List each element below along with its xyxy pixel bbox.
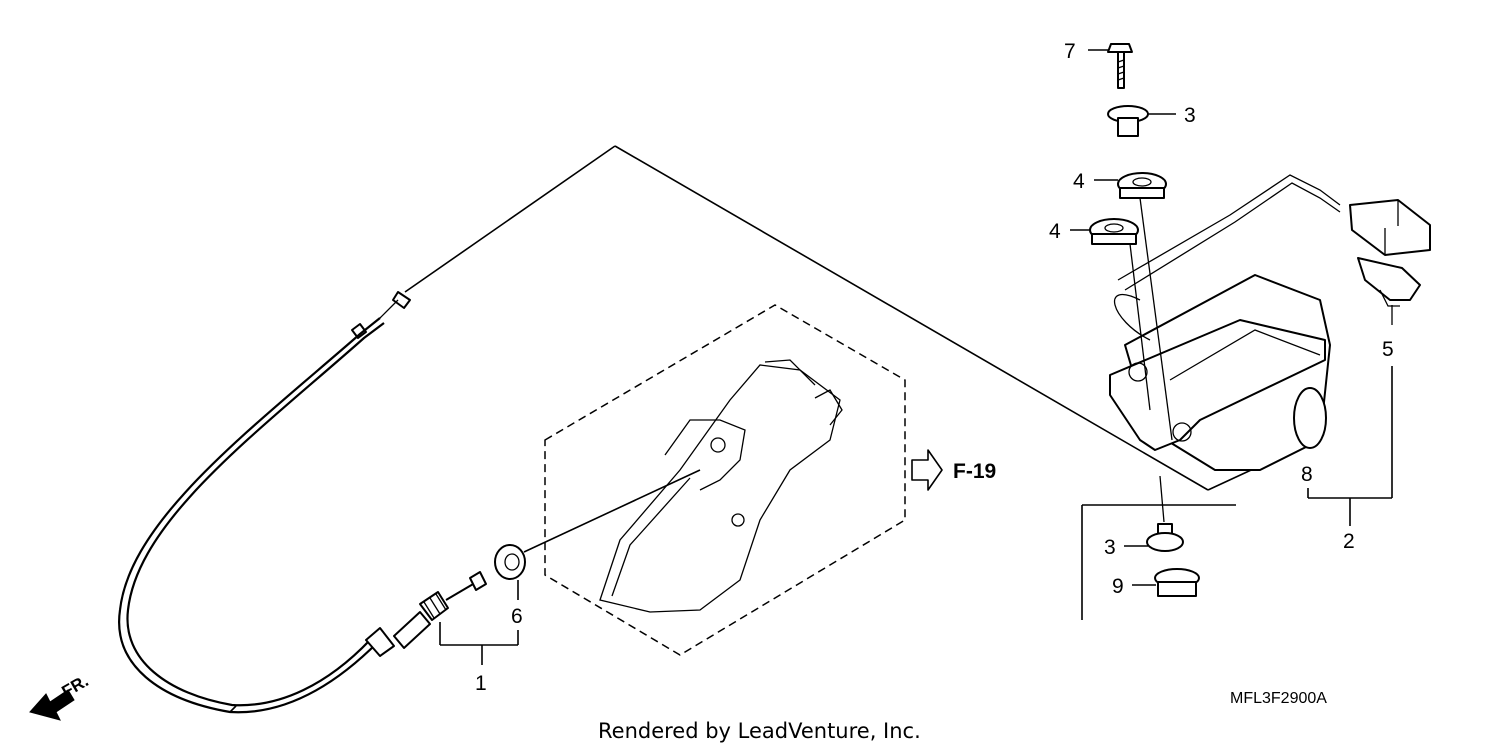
collar-part-3-upper[interactable] <box>1107 105 1149 137</box>
leader-lines <box>1129 197 1393 523</box>
grommet-part-4-lower[interactable] <box>1089 218 1139 245</box>
front-arrow-icon <box>29 689 75 721</box>
callout-6: 6 <box>511 605 523 628</box>
callout-3-upper: 3 <box>1184 104 1196 127</box>
diagram-code: MFL3F2900A <box>1230 690 1327 707</box>
callout-5: 5 <box>1382 338 1394 361</box>
bolt-part-7[interactable] <box>1107 43 1133 89</box>
callout-2: 2 <box>1343 530 1355 553</box>
servo-motor-part-8[interactable] <box>1109 174 1431 471</box>
nut-part-6[interactable] <box>494 469 701 580</box>
callout-4-upper: 4 <box>1073 170 1085 193</box>
throttle-cable[interactable] <box>118 291 487 714</box>
grommet-part-4-upper[interactable] <box>1117 172 1167 199</box>
reference-label: F-19 <box>953 460 996 483</box>
callout-3-lower: 3 <box>1104 536 1116 559</box>
callout-4-lower: 4 <box>1049 220 1061 243</box>
credit-text: Rendered by LeadVenture, Inc. <box>598 719 921 743</box>
callout-8: 8 <box>1301 463 1313 486</box>
callouts: 7 3 4 4 5 8 2 3 9 6 1 <box>439 40 1394 695</box>
callout-1: 1 <box>475 672 487 695</box>
front-direction-indicator: FR. <box>29 671 92 721</box>
detail-hexagon <box>544 304 906 656</box>
clip-part-5[interactable] <box>1357 257 1421 307</box>
frame-lines <box>404 145 1263 620</box>
nut-part-9[interactable] <box>1154 568 1200 597</box>
callout-7: 7 <box>1064 40 1076 63</box>
reference-arrow[interactable]: F-19 <box>911 449 996 491</box>
collar-part-3-lower[interactable] <box>1146 523 1184 552</box>
callout-9: 9 <box>1112 575 1124 598</box>
